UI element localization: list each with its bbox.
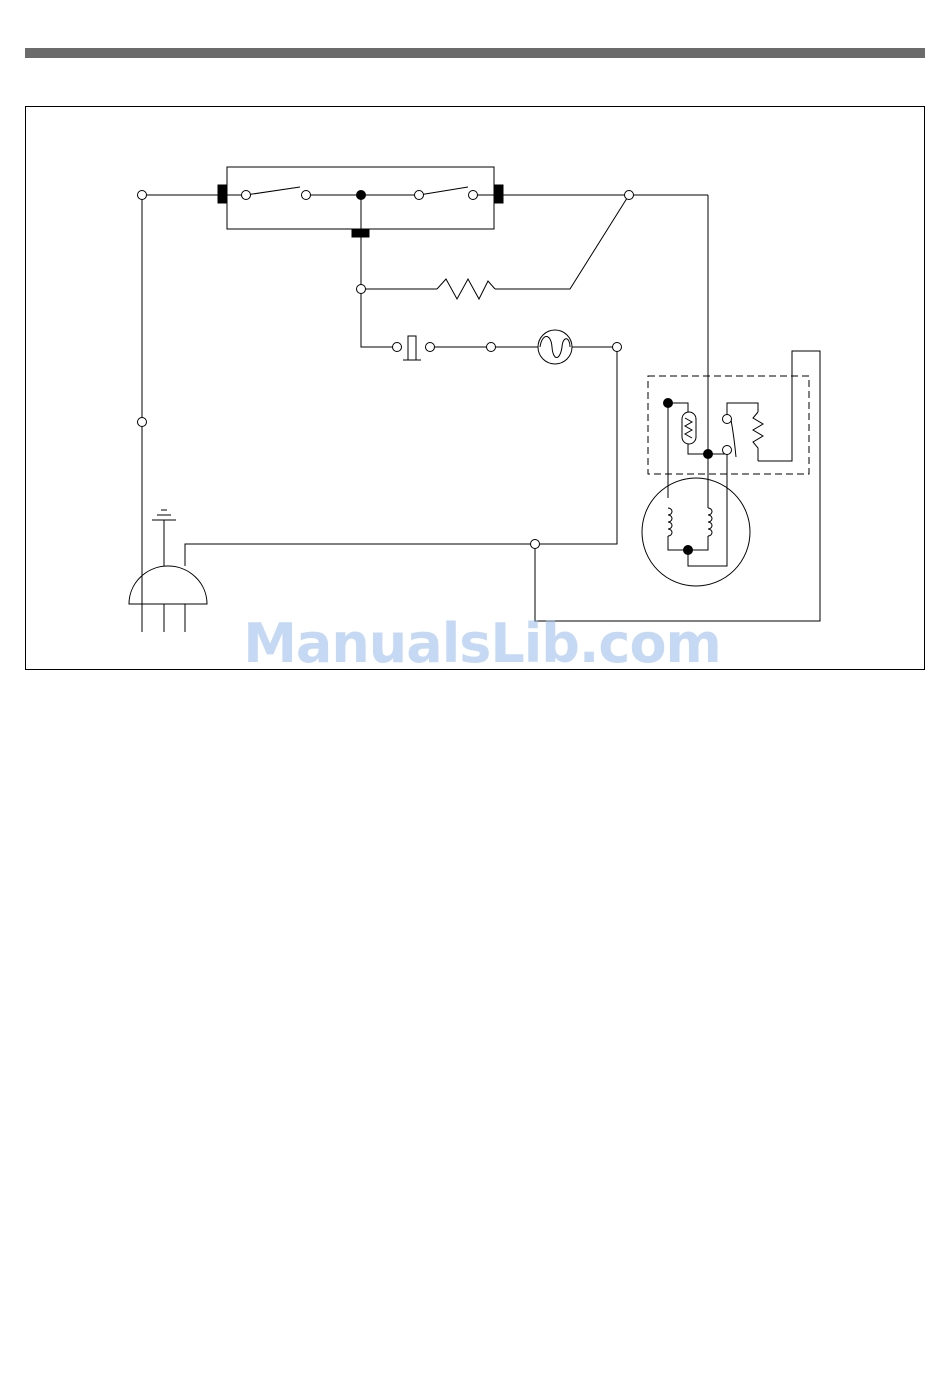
overload-protector — [648, 376, 809, 498]
ground-symbol — [152, 510, 176, 566]
watermark: ManualsLib.com — [0, 612, 950, 675]
door-switch-assembly — [218, 167, 503, 237]
heater-resistor — [437, 279, 495, 299]
terminals — [138, 191, 732, 555]
lamp-switch — [403, 336, 421, 360]
lamp — [538, 330, 572, 364]
